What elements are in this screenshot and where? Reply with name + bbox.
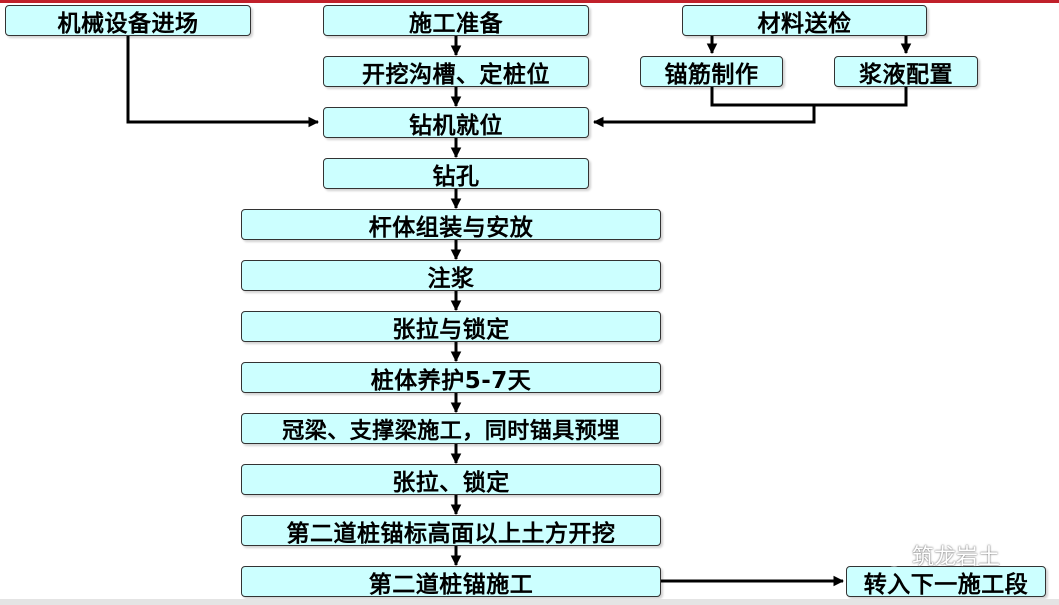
step-crown-beam: 冠梁、支撑梁施工，同时锚具预埋 <box>241 413 661 444</box>
arrow-machinery-to-rig <box>126 36 320 128</box>
step-grouting: 注浆 <box>241 260 661 292</box>
step-material-check: 材料送检 <box>682 5 927 37</box>
step-trench-pile-position: 开挖沟槽、定桩位 <box>323 56 589 88</box>
step-machinery-entry: 机械设备进场 <box>5 5 251 37</box>
wechat-icon <box>873 543 904 567</box>
step-rod-assembly: 杆体组装与安放 <box>241 209 661 241</box>
top-rule <box>0 0 1059 3</box>
step-second-anchor: 第二道桩锚施工 <box>241 566 661 598</box>
step-tension-lock-2: 张拉、锁定 <box>241 464 661 496</box>
step-grout-mixing: 浆液配置 <box>834 56 978 88</box>
watermark-text: 筑龙岩土 <box>912 545 1001 570</box>
step-tension-lock: 张拉与锁定 <box>241 311 661 343</box>
step-rig-positioning: 钻机就位 <box>323 107 589 139</box>
step-anchor-bar-making: 锚筋制作 <box>640 56 783 88</box>
connector-anchor-bar <box>710 87 908 107</box>
step-pile-curing: 桩体养护5-7天 <box>241 362 661 394</box>
step-drilling: 钻孔 <box>323 158 589 190</box>
arrow-merge-to-rig <box>592 105 816 128</box>
bottom-strip <box>0 599 1059 605</box>
watermark: 筑龙岩土 <box>872 540 1000 570</box>
step-excavation: 第二道桩锚标高面以上土方开挖 <box>241 515 661 547</box>
step-next-section: 转入下一施工段 <box>846 566 1046 598</box>
step-construction-prep: 施工准备 <box>323 5 589 37</box>
